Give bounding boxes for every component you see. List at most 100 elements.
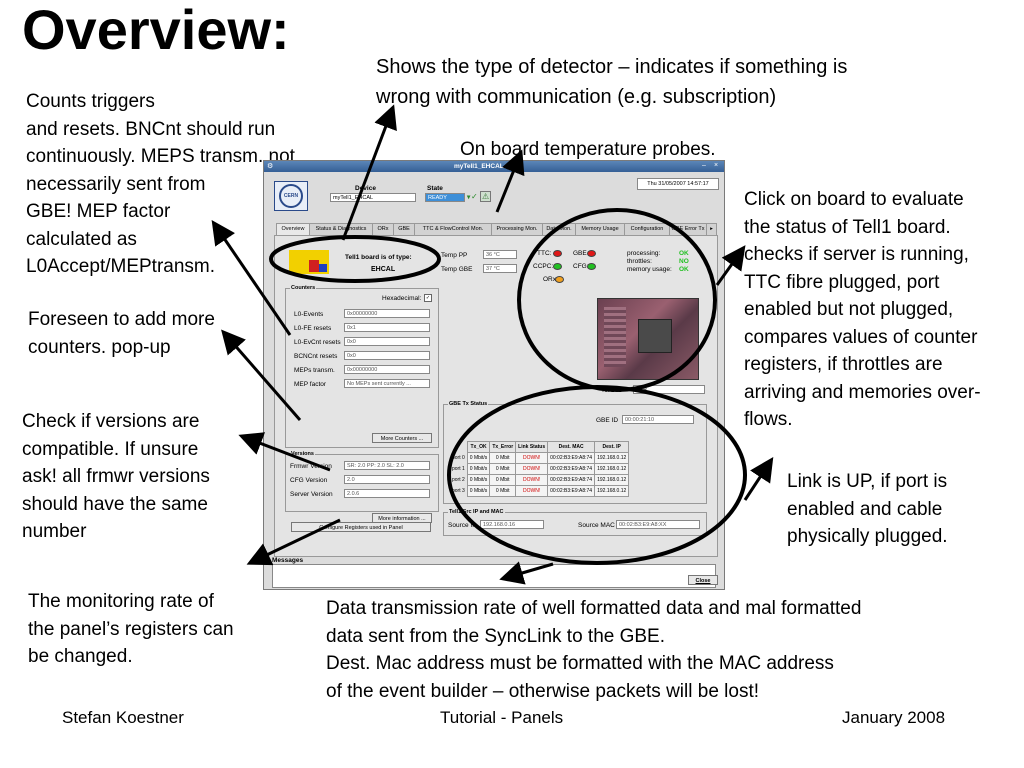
checkmark-icon[interactable]: ✓: [471, 192, 478, 201]
note-link-up: Link is UP, if port is enabled and cable…: [787, 471, 948, 547]
tx-error-cell: 0 Mbit: [489, 485, 517, 497]
tell1-id-field: 278: [633, 385, 705, 394]
counter-value: 0x00000000: [344, 365, 430, 374]
temp-gbe-field: 37 °C: [483, 264, 517, 273]
tx-ok-cell: 0 Mbit/s: [466, 485, 491, 497]
counter-value: 0x0: [344, 351, 430, 360]
datetime-display: Thu 31/05/2007 14:57:17: [637, 178, 719, 190]
footer-author: Stefan Koestner: [62, 708, 184, 727]
hexadecimal-checkbox[interactable]: ✓: [424, 294, 432, 302]
version-label: Server Version: [290, 491, 333, 498]
close-button[interactable]: Close: [688, 575, 718, 585]
footer-date: January 2008: [842, 708, 946, 727]
messages-label: Messages: [272, 557, 304, 564]
window-title: myTell1_EHCAL: [454, 163, 504, 170]
table-row: port 1 0 Mbit/s 0 Mbit DOWN! 00:02:B3:E9…: [450, 463, 630, 475]
counter-value: 0x1: [344, 323, 430, 332]
port-label: port 0: [452, 455, 465, 461]
tab-bar: Overview Status & Diagnostics ORx GBE TT…: [276, 223, 717, 235]
tx-error-cell: 0 Mbit: [489, 452, 517, 464]
dest-mac-cell: 00:02:B3:E9:A8:74: [547, 463, 596, 475]
counter-label: MEPs transm.: [294, 367, 335, 374]
table-header: Link Status: [515, 441, 549, 453]
versions-group: Versions Frmwr Version SR: 2.0 PP: 2.0 S…: [285, 451, 439, 523]
board-type-value: EHCAL: [371, 266, 396, 273]
counters-group: Counters Hexadecimal: ✓ L0-Events 0x0000…: [285, 285, 439, 448]
table-row: port 3 0 Mbit/s 0 Mbit DOWN! 00:02:B3:E9…: [450, 485, 630, 497]
table-header: Tx_Error: [489, 441, 517, 453]
tab-ttc-flowcontrol[interactable]: TTC & FlowControl Mon.: [414, 223, 492, 235]
source-ip-label: Source IP: [448, 522, 477, 529]
slide-title: Overview:: [22, 0, 290, 61]
overview-content: Tell1 board is of type: EHCAL Temp PP 36…: [274, 235, 718, 557]
gear-icon[interactable]: ⚙: [267, 163, 274, 170]
counter-value: 0x0: [344, 337, 430, 346]
temp-pp-label: Temp PP: [441, 252, 468, 259]
state-label: State: [427, 185, 443, 192]
link-status-cell: DOWN!: [515, 474, 549, 486]
dest-ip-cell: 192.168.0.12: [594, 474, 630, 486]
orx-led: [555, 276, 564, 283]
tx-error-cell: 0 Mbit: [489, 463, 517, 475]
table-header: Tx_OK: [466, 441, 491, 453]
configure-registers-button[interactable]: Configure Registers used in Panel: [291, 522, 431, 532]
tab-gbe-error-tx[interactable]: GBE Error Tx: [669, 223, 707, 235]
cfg-led: [587, 263, 596, 270]
dest-ip-cell: 192.168.0.12: [594, 452, 630, 464]
gbe-tx-title: GBE Tx Status: [448, 401, 489, 407]
link-status-cell: DOWN!: [515, 452, 549, 464]
ttc-led: [553, 250, 562, 257]
tab-configuration[interactable]: Configuration: [624, 223, 670, 235]
board-type-label: Tell1 board is of type:: [345, 254, 412, 261]
counter-label: MEP factor: [294, 381, 327, 388]
messages-box: [272, 564, 716, 588]
warning-icon[interactable]: ⚠: [480, 191, 492, 202]
tx-ok-cell: 0 Mbit/s: [466, 474, 491, 486]
source-mac-field: 00:02:B3:E9:A8:XX: [616, 520, 700, 529]
note-counters: Counts triggers and resets. BNCnt should…: [26, 91, 295, 277]
tab-data-mon[interactable]: Data Mon.: [542, 223, 576, 235]
minimize-button[interactable]: –: [702, 162, 706, 169]
tab-overview[interactable]: Overview: [276, 223, 310, 235]
counter-label: L0-EvCnt resets: [294, 339, 341, 346]
src-ip-mac-title: Tell1 Src IP and MAC: [448, 509, 505, 515]
tell1-panel-window: ⚙ myTell1_EHCAL – × CERN Device myTell1_…: [263, 160, 725, 590]
cern-logo: CERN: [274, 181, 308, 211]
temp-pp-field: 36 °C: [483, 250, 517, 259]
version-label: Frmwr Version: [290, 463, 332, 470]
note-monitoring-rate: The monitoring rate of the panel’s regis…: [28, 591, 234, 667]
more-counters-button[interactable]: More Counters ...: [372, 433, 432, 443]
tell1-board-image[interactable]: [597, 298, 699, 380]
version-value: 2.0.6: [344, 489, 430, 498]
gbe-id-field: 00:00:21:10: [622, 415, 694, 424]
version-value: 2.0: [344, 475, 430, 484]
tab-memory-usage[interactable]: Memory Usage: [575, 223, 625, 235]
note-data-rate: Data transmission rate of well formatted…: [326, 598, 862, 702]
link-status-cell: DOWN!: [515, 463, 549, 475]
gbe-tx-table: Tx_OK Tx_Error Link Status Dest. MAC Des…: [450, 441, 630, 497]
port-label: port 3: [452, 488, 465, 494]
arrow-link-up: [743, 456, 774, 501]
device-field: myTell1_EHCAL: [330, 193, 416, 202]
tab-gbe[interactable]: GBE: [393, 223, 415, 235]
throttles-label: throttles:: [627, 258, 652, 265]
tx-ok-cell: 0 Mbit/s: [466, 452, 491, 464]
footer-topic: Tutorial - Panels: [440, 708, 564, 727]
table-header: [450, 442, 467, 453]
tab-processing[interactable]: Processing Mon.: [491, 223, 543, 235]
tab-scroll-right-icon[interactable]: ▸: [706, 223, 717, 235]
tab-orx[interactable]: ORx: [372, 223, 394, 235]
version-value: SR: 2.0 PP: 2.0 SL: 2.0: [344, 461, 430, 470]
close-window-button[interactable]: ×: [714, 162, 719, 169]
counter-value: No MEPs sent currently ...: [344, 379, 430, 388]
tab-status-diagnostics[interactable]: Status & Diagnostics: [309, 223, 373, 235]
state-field: READY: [425, 193, 465, 202]
dest-mac-cell: 00:02:B3:E9:A8:74: [547, 485, 596, 497]
state-dropdown-icon[interactable]: ▾: [467, 194, 471, 201]
counter-label: BCNCnt resets: [294, 353, 338, 360]
note-versions: Check if versions are compatible. If uns…: [22, 411, 210, 542]
note-more-counters: Foreseen to add more counters. pop-up: [28, 309, 215, 358]
counter-label: L0-Events: [294, 311, 324, 318]
tx-ok-cell: 0 Mbit/s: [466, 463, 491, 475]
versions-title: Versions: [290, 451, 315, 457]
